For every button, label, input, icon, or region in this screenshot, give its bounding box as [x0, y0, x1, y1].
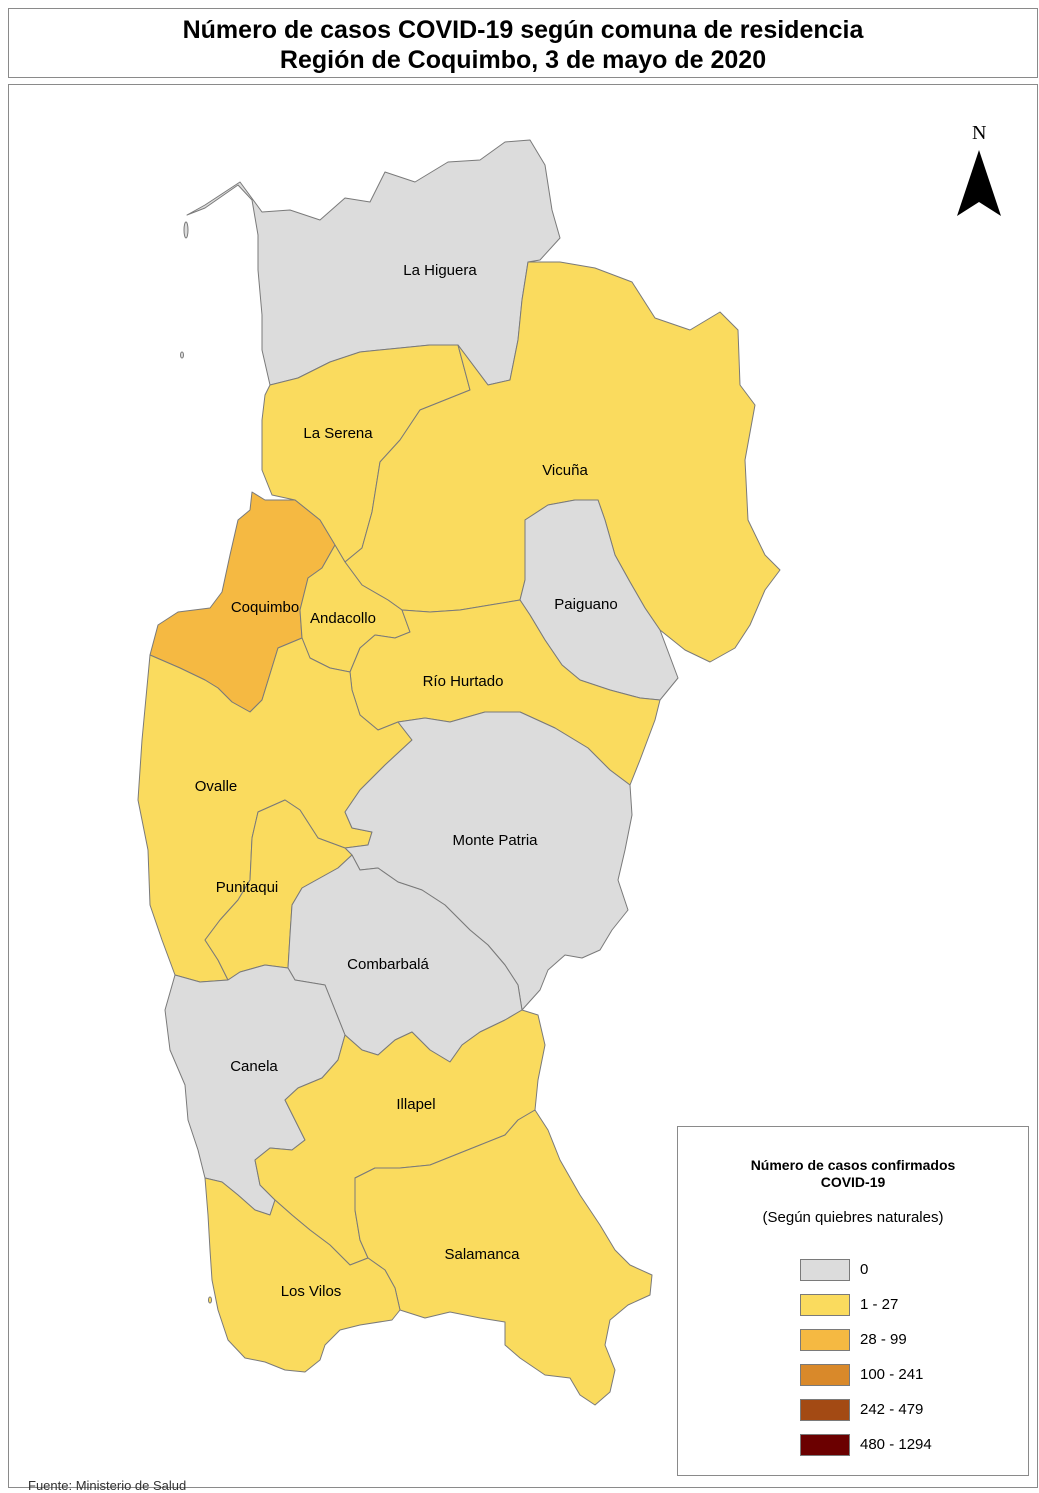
legend-swatch — [800, 1329, 850, 1351]
island-shape — [208, 1296, 212, 1304]
north-arrow: N — [955, 122, 1005, 222]
label-salamanca: Salamanca — [444, 1246, 520, 1263]
label-canela: Canela — [230, 1058, 278, 1075]
source-note: Fuente: Ministerio de Salud — [28, 1478, 187, 1493]
label-coquimbo: Coquimbo — [231, 599, 299, 616]
map-subtitle: Región de Coquimbo, 3 de mayo de 2020 — [279, 46, 767, 74]
legend-label: 242 - 479 — [860, 1401, 924, 1418]
legend-box: Número de casos confirmados COVID-19 (Se… — [677, 1126, 1029, 1476]
label-paiguano: Paiguano — [554, 596, 617, 613]
legend-swatch — [800, 1259, 850, 1281]
label-los-vilos: Los Vilos — [281, 1283, 342, 1300]
map-title: Número de casos COVID-19 según comuna de… — [182, 16, 864, 44]
commune-la-higuera[interactable] — [186, 139, 561, 386]
legend-swatch — [800, 1364, 850, 1386]
label-punitaqui: Punitaqui — [216, 879, 279, 896]
label-andacollo: Andacollo — [310, 610, 376, 627]
legend-subtitle: (Según quiebres naturales) — [762, 1209, 944, 1226]
legend-title-line2: COVID-19 — [820, 1174, 886, 1190]
legend-swatch — [800, 1294, 850, 1316]
commune-los-vilos[interactable] — [204, 1177, 401, 1373]
legend-label: 1 - 27 — [860, 1296, 899, 1313]
legend-swatch — [800, 1399, 850, 1421]
label-la-higuera: La Higuera — [403, 262, 477, 279]
label-ovalle: Ovalle — [195, 778, 238, 795]
label-vicuna: Vicuña — [542, 462, 588, 479]
legend-swatch — [800, 1434, 850, 1456]
island-shape — [180, 351, 184, 359]
island-shape — [183, 221, 189, 239]
map-title-box: Número de casos COVID-19 según comuna de… — [8, 8, 1038, 78]
north-letter: N — [972, 122, 987, 144]
legend-label: 28 - 99 — [860, 1331, 907, 1348]
label-rio-hurtado: Río Hurtado — [423, 673, 504, 690]
commune-salamanca[interactable] — [354, 1109, 653, 1406]
legend-label: 100 - 241 — [860, 1366, 924, 1383]
label-combarbala: Combarbalá — [347, 956, 429, 973]
legend-label: 480 - 1294 — [860, 1436, 932, 1453]
label-monte-patria: Monte Patria — [452, 832, 538, 849]
label-la-serena: La Serena — [303, 425, 373, 442]
north-arrow-icon — [957, 150, 1001, 216]
legend-title: Número de casos confirmados COVID-19 — [678, 1157, 1028, 1191]
label-illapel: Illapel — [396, 1096, 435, 1113]
legend-label: 0 — [860, 1261, 869, 1278]
legend-title-line1: Número de casos confirmados — [750, 1157, 956, 1173]
